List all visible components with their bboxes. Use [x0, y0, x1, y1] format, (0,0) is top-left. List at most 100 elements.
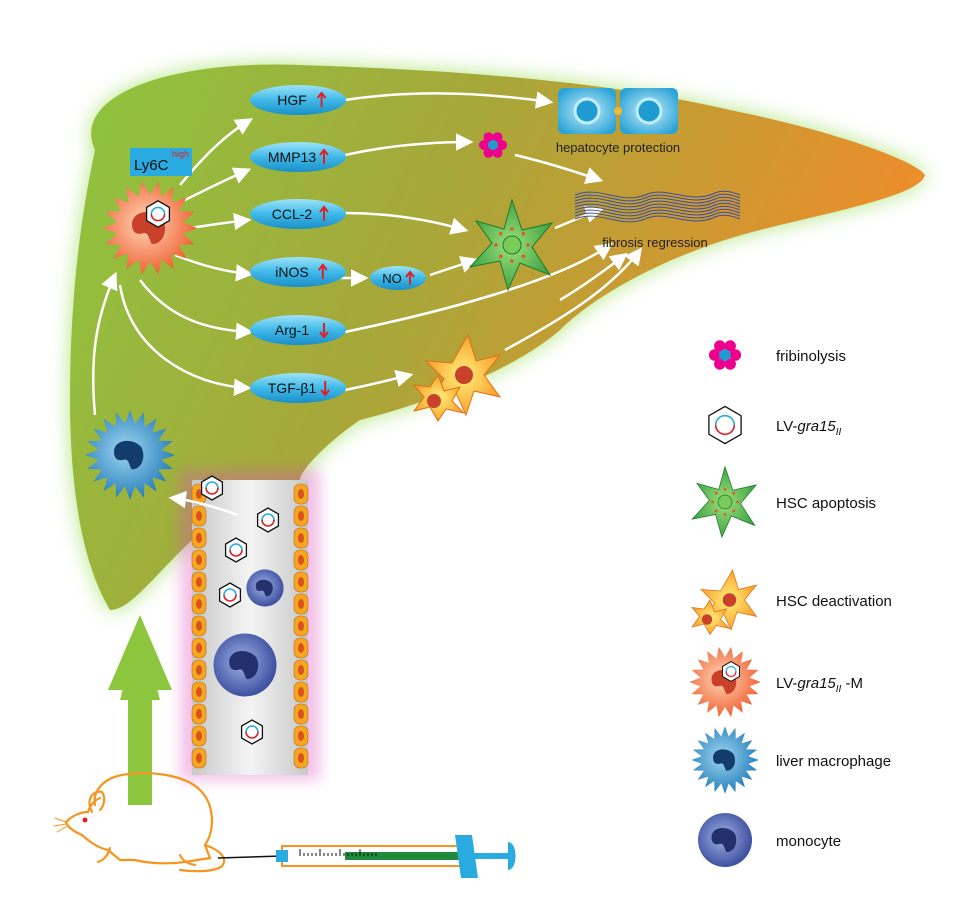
arrow-no-to-hsc: [429, 256, 479, 277]
legend-item-5: liver macrophage: [691, 726, 891, 794]
mediator-arg-1: Arg-1: [250, 315, 346, 345]
plasmid-red-arc: [223, 594, 237, 602]
mouse-eye: [82, 817, 88, 823]
apoptotic-body: [510, 227, 514, 231]
legend-item-0: fribinolysis: [708, 340, 846, 370]
plasmid-blue-arc: [261, 513, 275, 521]
legend-label: HSC deactivation: [776, 593, 892, 610]
lv-macrophage-body: [689, 646, 761, 718]
hsc-apoptosis-cell: [468, 198, 554, 292]
arrow-lvm-to-arg1: [139, 279, 254, 341]
endothelial-nucleus: [196, 555, 202, 565]
apoptotic-body: [510, 259, 514, 263]
fibrinolysis-core: [488, 140, 498, 150]
fibrinolysis-body: [479, 132, 507, 158]
plasmid-red-arc: [261, 519, 275, 527]
cell-nucleus: [711, 828, 737, 853]
vector-hexagon: [240, 719, 264, 745]
plasmid-blue-arc: [245, 725, 259, 733]
plasmid-red-arc: [245, 731, 259, 739]
endothelial-nucleus: [196, 621, 202, 631]
ly6c-tag: Ly6C high: [130, 148, 192, 176]
monocyte-body: [698, 813, 752, 867]
mouse-tail: [178, 843, 226, 873]
ly6c-label: Ly6C: [134, 157, 169, 174]
vessel-vector-2: [224, 537, 248, 563]
fibrinolysis-petal: [492, 132, 503, 143]
mediator-label: iNOS: [275, 264, 308, 280]
vessel-vector-4: [240, 719, 264, 745]
mouse-ear: [88, 790, 106, 814]
hsc-nucleus-large: [455, 366, 473, 384]
lv-gra15-macrophage-cell: [102, 181, 198, 275]
vessel-vector-1: [256, 507, 280, 533]
fibrinolysis-cluster: [479, 132, 507, 158]
ly6c-box: [130, 148, 192, 176]
legend-label-subscript: II: [836, 427, 842, 438]
hepatocyte-left-nucleus: [573, 97, 601, 125]
mediator-pill-shape: [250, 315, 346, 345]
mediator-label: Arg-1: [275, 322, 309, 338]
apoptotic-body: [494, 243, 498, 247]
no-pill-label: NO: [382, 271, 402, 286]
endothelial-nucleus: [196, 731, 202, 741]
endothelial-nucleus: [298, 709, 304, 719]
monocyte-body: [213, 633, 277, 697]
no-pill-shape: [370, 266, 426, 290]
mediator-label: CCL-2: [272, 206, 313, 222]
endothelial-nucleus: [196, 489, 202, 499]
endothelial-nucleus: [298, 599, 304, 609]
down-arrow-icon: [320, 381, 330, 397]
hsc-deactivation-icon: [691, 569, 758, 636]
cell-nucleus: [713, 749, 736, 771]
arrow-hsc-to-fibrosis: [554, 206, 604, 230]
ly6c-sup: high: [172, 149, 189, 159]
vessel-vector-3: [218, 582, 242, 608]
arrow-lvm-to-inos: [174, 253, 254, 282]
hsc-deactivation-body: [691, 569, 758, 636]
mediator-pill-shape: [250, 199, 346, 229]
up-arrow-icon: [318, 263, 328, 279]
collagen-fiber: [574, 211, 741, 220]
fibrinolysis-petal: [497, 140, 507, 150]
endothelial-nucleus: [298, 731, 304, 741]
legend-label: monocyte: [776, 833, 841, 850]
arrow-hgf-to-hepatocyte: [344, 91, 554, 109]
apoptotic-body: [521, 254, 526, 259]
vector-hexagon: [256, 507, 280, 533]
apoptotic-body: [736, 500, 739, 504]
endothelial-nucleus: [196, 643, 202, 653]
arrow-tgfb1-to-hsc-deact: [344, 369, 414, 392]
mediator-inos: iNOS: [250, 257, 346, 287]
legend-label: HSC apoptosis: [776, 495, 876, 512]
endothelial-nucleus: [196, 687, 202, 697]
arrow-ccl2-to-hsc: [344, 211, 469, 235]
collagen-fiber: [574, 208, 741, 217]
collagen-fiber: [574, 190, 741, 199]
endothelial-nucleus: [196, 753, 202, 763]
collagen-fiber: [574, 202, 741, 211]
mouse-leg-back: [178, 853, 197, 867]
mediator-label: TGF-β1: [268, 380, 317, 396]
pathway-arrows: [91, 91, 643, 517]
legend-label-gene: gra15: [797, 418, 836, 435]
apoptotic-body: [498, 231, 503, 236]
legend-label-subscript: II: [836, 684, 842, 695]
legend-item-4: LV-gra15II -M: [689, 646, 863, 718]
arrow-vessel-to-macrophage: [168, 490, 239, 517]
endothelial-nucleus: [298, 511, 304, 521]
plasmid-blue-arc: [150, 206, 166, 215]
hsc-nucleus: [717, 494, 733, 510]
mouse-body: [80, 772, 214, 865]
endothelial-nucleus: [196, 511, 202, 521]
fibrinolysis-core: [719, 349, 731, 361]
mediator-pill-shape: [250, 373, 346, 403]
hsc-nucleus-small: [701, 614, 713, 625]
fibrinolysis-petal: [483, 147, 494, 158]
hsc-deactivation-cell: [412, 333, 502, 422]
lv-macrophage-body: [102, 181, 198, 275]
endothelial-nucleus: [196, 665, 202, 675]
apoptotic-body: [732, 509, 736, 513]
